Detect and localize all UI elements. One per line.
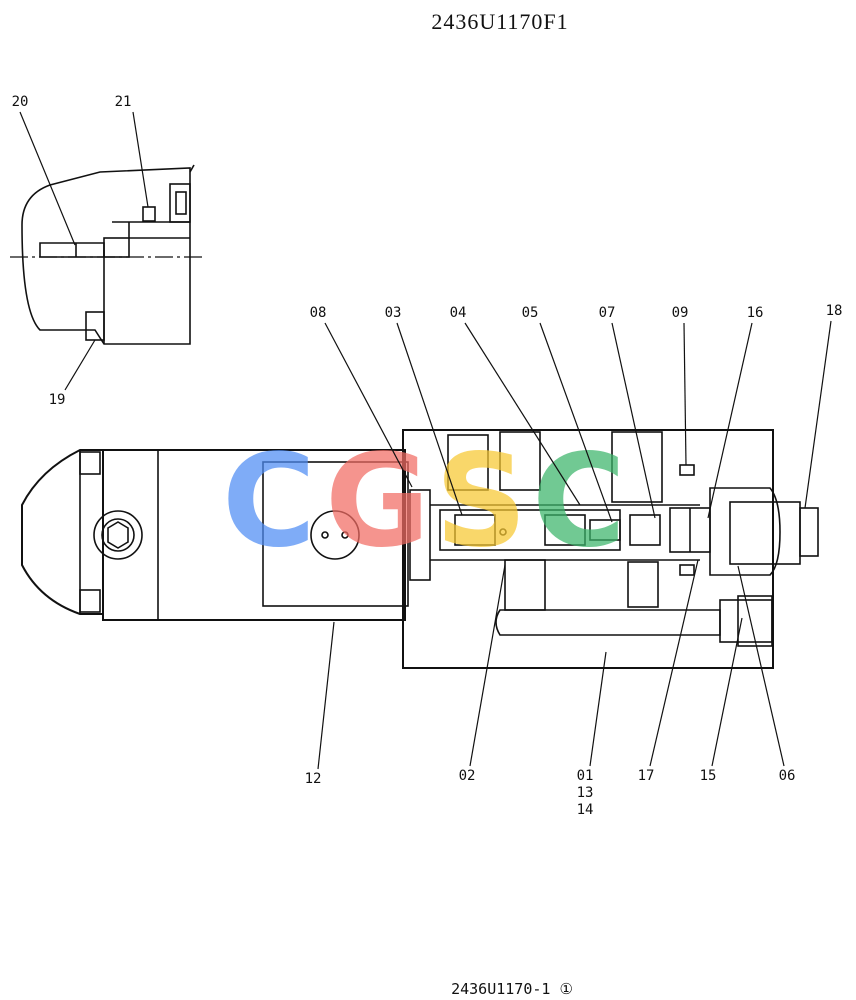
watermark: C G S C (222, 427, 626, 576)
label-09: 09 (672, 305, 689, 321)
label-08: 08 (310, 305, 327, 321)
detail-cap-inner (175, 191, 187, 215)
leader-03 (396, 322, 463, 516)
detail-collar (103, 237, 130, 258)
leader-04 (464, 322, 581, 506)
leader-18 (804, 320, 832, 509)
label-16: 16 (747, 305, 764, 321)
end-cap (729, 501, 801, 565)
detail-view: 20 21 19 (10, 94, 205, 408)
label-20: 20 (12, 94, 29, 110)
spool-land-2 (544, 514, 586, 546)
leader-07 (611, 322, 656, 519)
coil-flange (409, 489, 431, 581)
label-19: 19 (49, 392, 66, 408)
solenoid-body (102, 449, 406, 621)
port-lower-2 (627, 561, 659, 608)
lower-channel (495, 609, 721, 636)
label-02: 02 (459, 768, 476, 784)
detail-bore (112, 221, 190, 239)
cap-screw-top (79, 451, 101, 475)
drawing-footer: 2436U1170-1 ① (451, 980, 573, 998)
label-12: 12 (305, 771, 322, 787)
label-17: 17 (638, 768, 655, 784)
label-01: 01 (577, 768, 594, 784)
spool-pin (499, 528, 507, 536)
detail-shaft (39, 242, 105, 258)
leader-05 (539, 322, 613, 523)
leader-15 (711, 617, 743, 767)
detail-plug (85, 311, 105, 341)
lower-plug-head (737, 595, 773, 647)
detail-nut (142, 206, 156, 222)
oring-upper (679, 464, 695, 476)
leader-17 (649, 559, 699, 767)
check-seat (629, 514, 661, 546)
port-upper-1 (447, 434, 489, 491)
connector-block (262, 461, 409, 607)
port-upper-3 (611, 431, 663, 503)
label-07: 07 (599, 305, 616, 321)
vent-plug-inner (101, 518, 135, 552)
watermark-letter-2: G (325, 427, 430, 576)
bottom-labels: 12 02 01 13 14 17 15 06 (305, 559, 796, 818)
connector-socket (310, 510, 360, 560)
label-03: 03 (385, 305, 402, 321)
label-15: 15 (700, 768, 717, 784)
label-21: 21 (115, 94, 132, 110)
leader-06 (737, 565, 785, 767)
hex-socket-icon (107, 521, 129, 549)
label-14: 14 (577, 802, 594, 818)
label-18: 18 (826, 303, 843, 319)
label-06: 06 (779, 768, 796, 784)
label-13: 13 (577, 785, 594, 801)
leader-08 (324, 322, 413, 488)
oring-lower (679, 564, 695, 576)
watermark-letter-4: C (532, 427, 626, 576)
lower-plug (719, 599, 773, 643)
valve-body (402, 429, 774, 669)
label-05: 05 (522, 305, 539, 321)
top-labels: 08 03 04 05 07 09 16 18 (310, 303, 843, 523)
leader-09 (683, 322, 687, 466)
drawing-title: 2436U1170F1 (431, 9, 568, 34)
leader-20 (19, 111, 76, 246)
end-cap-flange (709, 487, 781, 576)
detail-housing (21, 167, 191, 345)
leader-21 (132, 111, 149, 208)
vent-plug (93, 510, 143, 560)
socket-pin-left (321, 531, 329, 539)
detail-cap (169, 183, 191, 223)
spool-land-1 (454, 514, 496, 546)
watermark-letter-3: S (435, 427, 527, 576)
main-assembly (21, 429, 819, 669)
spool-bore (430, 504, 700, 561)
cap-screw-bottom (79, 589, 101, 613)
end-cap-nut (799, 507, 819, 557)
detail-break (189, 164, 195, 173)
leader-01 (589, 651, 607, 767)
solenoid-cap (21, 449, 104, 615)
port-upper-2 (499, 431, 541, 491)
socket-pin-right (341, 531, 349, 539)
leader-12 (317, 621, 335, 770)
label-04: 04 (450, 305, 467, 321)
spool-tip (589, 519, 621, 541)
watermark-letter-1: C (222, 427, 316, 576)
leader-19 (64, 339, 96, 391)
leader-16 (707, 322, 753, 519)
leader-02 (469, 564, 506, 767)
